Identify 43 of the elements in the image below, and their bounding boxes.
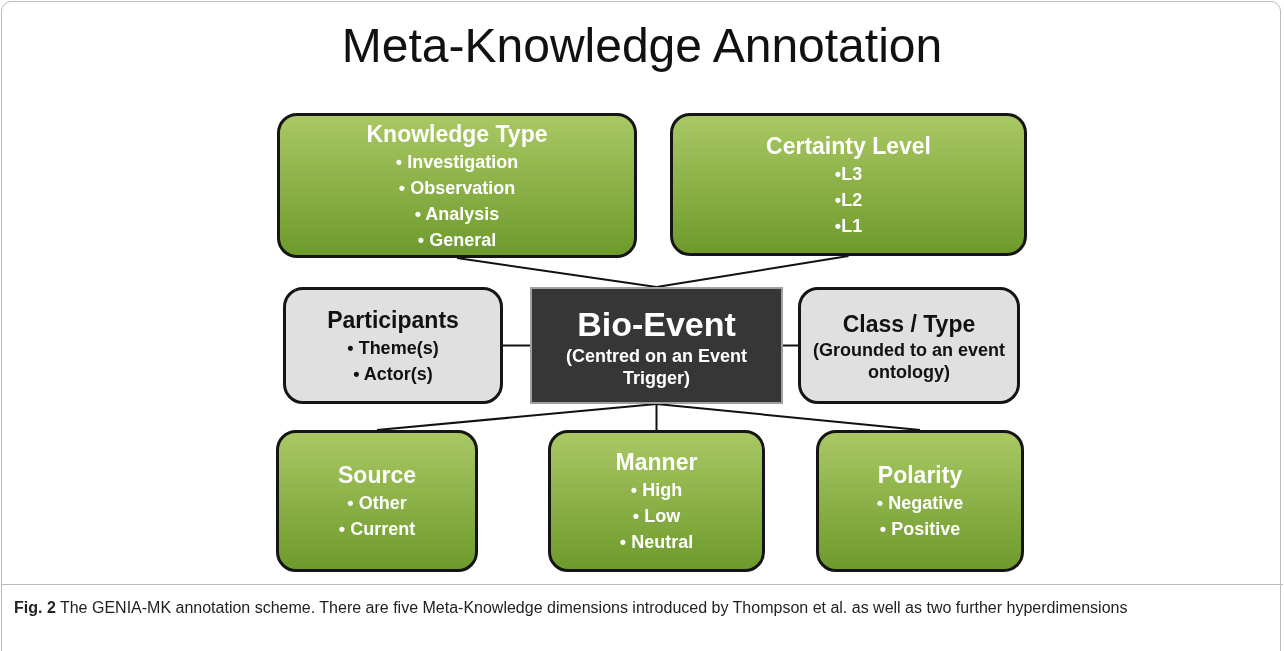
connector-line bbox=[376, 403, 658, 431]
box-heading: Participants bbox=[327, 305, 459, 335]
category-box bbox=[548, 430, 765, 572]
bullet-item: •L2 bbox=[834, 188, 863, 212]
box-description: (Centred on an Event Trigger) bbox=[565, 344, 748, 389]
bullet-item: •L1 bbox=[834, 214, 863, 238]
box-heading: Polarity bbox=[877, 461, 963, 490]
box-heading: Certainty Level bbox=[766, 131, 931, 161]
bullet-item: • Other bbox=[347, 492, 407, 515]
box-heading: Manner bbox=[615, 448, 698, 477]
bullet-item: • Actor(s) bbox=[353, 362, 433, 386]
bullet-item: • High bbox=[630, 479, 683, 502]
category-box bbox=[277, 113, 637, 258]
bullet-item: • Investigation bbox=[395, 150, 519, 174]
connector-line bbox=[456, 257, 658, 288]
connector-line bbox=[782, 344, 799, 347]
connector-line bbox=[502, 344, 531, 347]
box-heading: Class / Type bbox=[842, 309, 976, 339]
category-box bbox=[670, 113, 1027, 256]
connector-line bbox=[655, 255, 850, 288]
bullet-item: • Low bbox=[632, 505, 681, 528]
category-box bbox=[816, 430, 1024, 572]
box-heading: Bio-Event bbox=[577, 303, 736, 345]
bullet-item: • Analysis bbox=[414, 202, 500, 226]
bullet-item: • General bbox=[417, 228, 497, 252]
title: Meta-Knowledge Annotation bbox=[340, 18, 944, 73]
bullet-item: • Theme(s) bbox=[347, 336, 439, 360]
category-box bbox=[798, 287, 1020, 404]
bullet-item: • Positive bbox=[879, 518, 961, 541]
bullet-item: • Negative bbox=[876, 492, 964, 515]
bullet-item: •L3 bbox=[834, 162, 863, 186]
bullet-item: • Neutral bbox=[619, 531, 694, 554]
box-heading: Knowledge Type bbox=[366, 119, 548, 149]
connector-line bbox=[655, 403, 658, 431]
bullet-item: • Current bbox=[338, 518, 416, 541]
bullet-item: • Observation bbox=[398, 176, 516, 200]
connector-line bbox=[655, 403, 921, 431]
category-box bbox=[276, 430, 478, 572]
category-box bbox=[283, 287, 503, 404]
box-heading: Source bbox=[338, 461, 416, 490]
box-description: (Grounded to an event ontology) bbox=[812, 338, 1006, 383]
figure-caption: Fig. 2 The GENIA-MK annotation scheme. There are five Meta-Knowledge dimensions introduced by Thompson et al. as well as two further hyperdimensions bbox=[14, 598, 1129, 618]
central-box bbox=[530, 287, 783, 404]
